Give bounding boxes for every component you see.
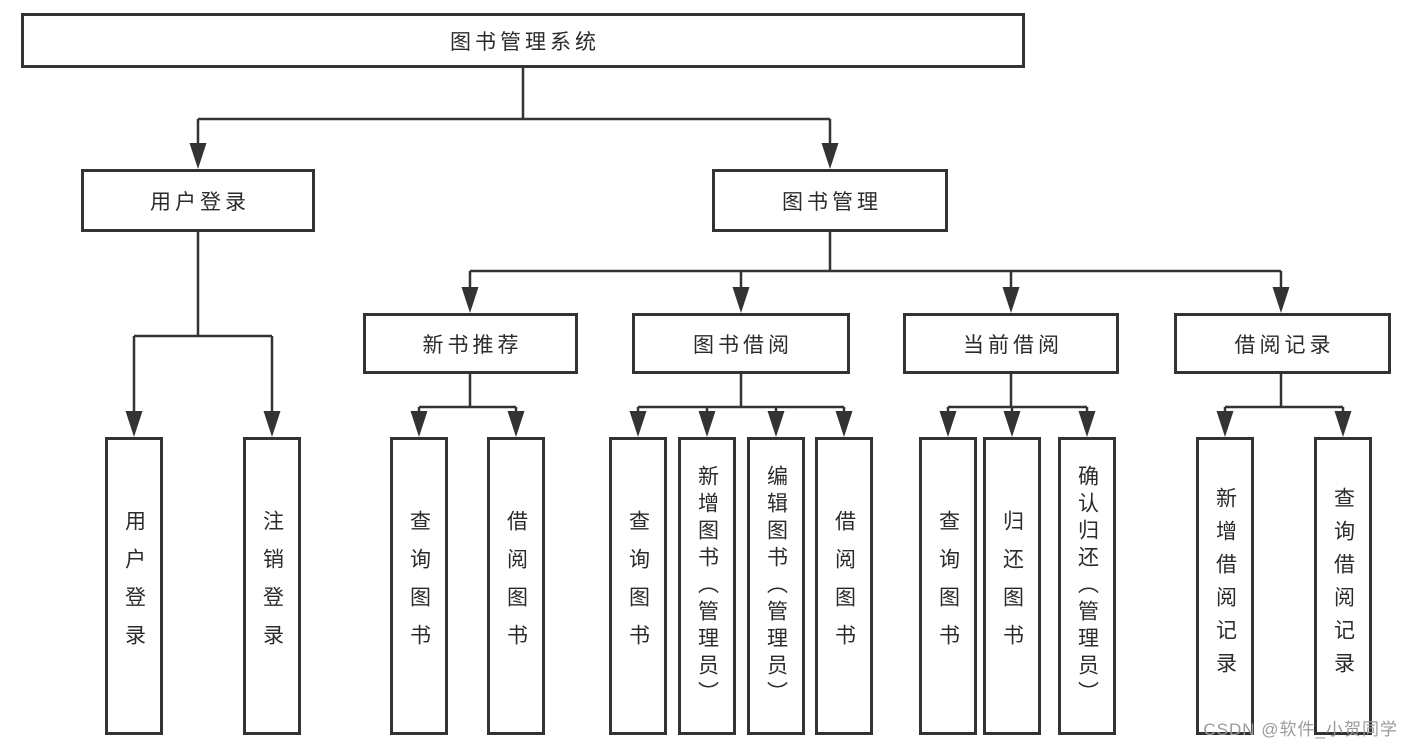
node-book-management: 图书管理 [712,169,948,232]
node-book-borrowing: 图书借阅 [632,313,850,374]
leaf-query-books-recommend-label: 查询图书 [407,510,431,662]
leaf-borrow-books-label: 借阅图书 [832,510,856,662]
leaf-user-login-label: 用户登录 [122,510,146,662]
leaf-add-borrow-record-label: 新增借阅记录 [1213,487,1237,685]
leaf-query-books-borrow: 查询图书 [609,437,667,735]
leaf-query-books-recommend: 查询图书 [390,437,448,735]
leaf-confirm-return-admin-label: 确认归还（管理员） [1075,464,1099,708]
node-new-book-recommend: 新书推荐 [363,313,578,374]
leaf-query-borrow-record-label: 查询借阅记录 [1331,487,1355,685]
leaf-borrow-books-recommend-label: 借阅图书 [504,510,528,662]
leaf-edit-book-admin: 编辑图书（管理员） [747,437,805,735]
node-borrowing-records: 借阅记录 [1174,313,1391,374]
leaf-return-book-label: 归还图书 [1000,510,1024,662]
leaf-borrow-books: 借阅图书 [815,437,873,735]
leaf-logout-label: 注销登录 [260,510,284,662]
leaf-user-login: 用户登录 [105,437,163,735]
leaf-query-borrow-record: 查询借阅记录 [1314,437,1372,735]
node-library-management-system: 图书管理系统 [21,13,1025,68]
csdn-watermark: CSDN @软件_小贺同学 [1203,720,1398,739]
leaf-borrow-books-recommend: 借阅图书 [487,437,545,735]
leaf-confirm-return-admin: 确认归还（管理员） [1058,437,1116,735]
leaf-logout: 注销登录 [243,437,301,735]
leaf-edit-book-admin-label: 编辑图书（管理员） [764,464,788,708]
leaf-add-book-admin: 新增图书（管理员） [678,437,736,735]
leaf-query-books-borrow-label: 查询图书 [626,510,650,662]
leaf-add-book-admin-label: 新增图书（管理员） [695,464,719,708]
leaf-return-book: 归还图书 [983,437,1041,735]
leaf-add-borrow-record: 新增借阅记录 [1196,437,1254,735]
node-user-login: 用户登录 [81,169,315,232]
leaf-query-books-current: 查询图书 [919,437,977,735]
node-current-borrowing: 当前借阅 [903,313,1119,374]
leaf-query-books-current-label: 查询图书 [936,510,960,662]
